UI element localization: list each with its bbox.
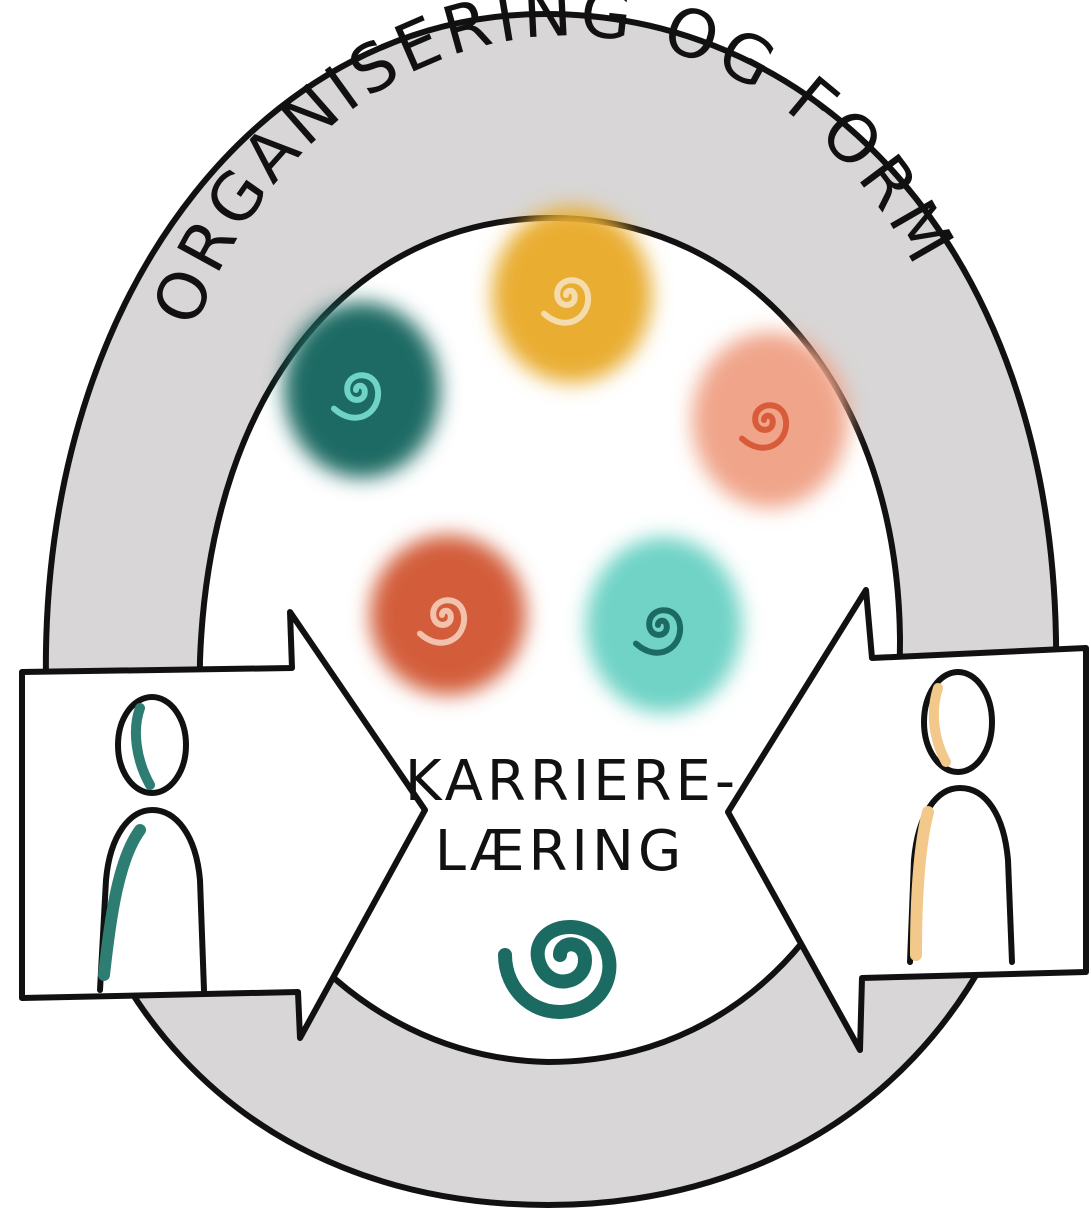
right-arrow bbox=[725, 587, 1089, 1053]
center-label-line1: KARRIERE- bbox=[405, 749, 739, 814]
blob-dark-teal bbox=[284, 302, 440, 478]
right-person-icon bbox=[907, 669, 1015, 965]
center-label-line2: LÆRING bbox=[435, 819, 685, 884]
blob-salmon-spiral-icon bbox=[739, 402, 790, 451]
ring-band bbox=[42, 11, 1060, 1208]
organisation-ring: ORGANISERING OG FORM bbox=[42, 0, 1060, 1208]
blob-mustard bbox=[492, 207, 652, 383]
blob-burnt-orange bbox=[370, 535, 526, 695]
approach-blobs bbox=[284, 207, 848, 713]
blob-light-teal bbox=[586, 537, 742, 713]
left-person-icon bbox=[97, 694, 207, 993]
blob-dark-teal-spiral-icon bbox=[331, 372, 382, 421]
left-arrow-shape bbox=[19, 609, 428, 1041]
left-arrow bbox=[19, 609, 428, 1041]
center-label: KARRIERE- LÆRING bbox=[405, 749, 739, 884]
blob-mustard-spiral-icon bbox=[541, 277, 592, 326]
center-spiral-icon bbox=[498, 919, 617, 1019]
right-arrow-shape bbox=[725, 587, 1089, 1053]
blob-light-teal-spiral-icon bbox=[633, 607, 684, 656]
blob-burnt-orange-spiral-icon bbox=[417, 597, 468, 646]
blob-salmon bbox=[692, 332, 848, 508]
